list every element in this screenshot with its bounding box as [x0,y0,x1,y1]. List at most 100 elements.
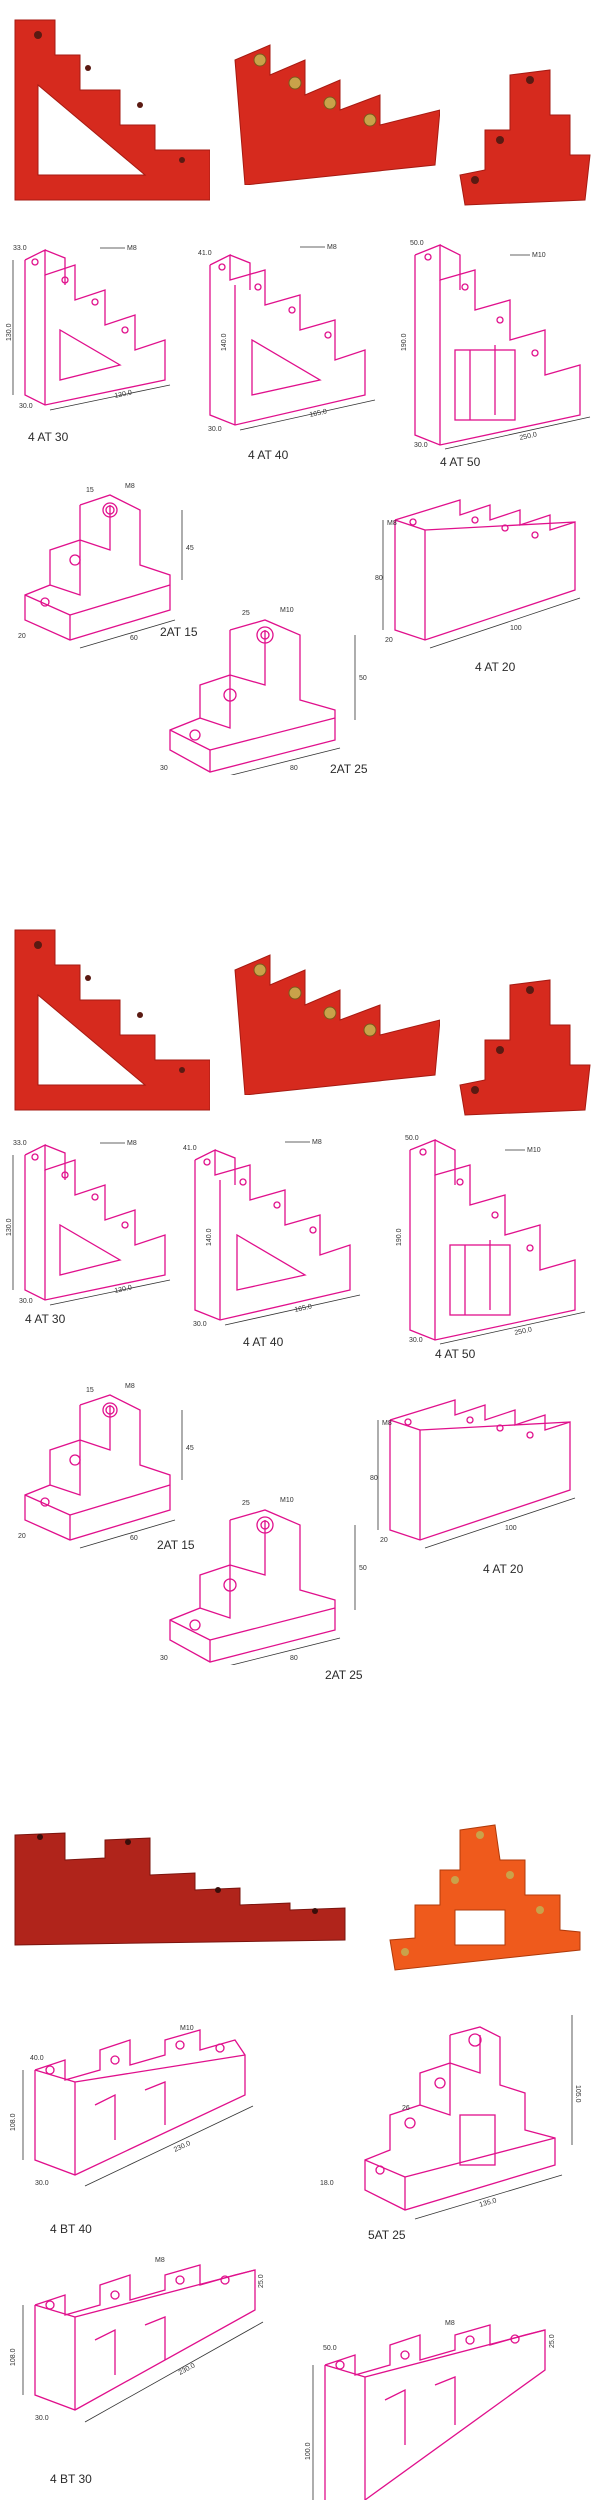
dim-4at20-height: 80 [370,1475,378,1482]
dim-2at25-length: 80 [290,1655,298,1662]
dim-2at15-thread: M8 [125,483,135,490]
dim-2at15-height: 45 [186,1445,194,1452]
dim-2at25-width: 25 [242,1500,250,1507]
dim-4at50-thread: M10 [527,1147,541,1154]
caption-4bt30: 4 BT 30 [50,2472,92,2486]
dim-4at30-width: 33.0 [13,1140,27,1147]
dim-4at40-depth: 30.0 [193,1321,207,1328]
dim-4at30-height: 130.0 [6,323,13,341]
dim-4bt40-thread: M10 [180,2025,194,2032]
dim-2at25-width: 25 [242,610,250,617]
dim-4bt40-width: 40.0 [30,2055,44,2062]
dim-4at20-thread: M8 [387,520,397,527]
drawing-partial-bottom-right: 50.0 M8 25.0 100.0 [305,2305,595,2500]
dim-4at30-thread: M8 [127,245,137,252]
dim-4bt30-depth: 30.0 [35,2415,49,2422]
dim-4bt30-width: 25.0 [258,2274,265,2288]
dim-4bt40-height: 108.0 [10,2113,17,2131]
dim-4at40-length: 165.0 [294,1303,313,1314]
drawing-4at50: 50.0 M10 190.0 250.0 30.0 [400,235,600,450]
dim-4at50-height: 190.0 [396,1228,403,1246]
dim-partial-height: 100.0 [305,2442,312,2460]
dim-4bt40-length: 230.0 [173,2140,192,2154]
section-3: 40.0 M10 108.0 230.0 30.0 4 BT 40 26 105… [0,1800,600,2500]
section-2: 33.0 M8 130.0 130.0 30.0 4 AT 30 41.0 M8… [0,910,600,1810]
dim-2at15-length: 60 [130,1535,138,1542]
dim-4at40-thread: M8 [327,244,337,251]
caption-4at40: 4 AT 40 [243,1335,284,1349]
dim-4at40-width: 41.0 [183,1145,197,1152]
dim-4at50-depth: 30.0 [414,442,428,449]
dim-2at15-length: 60 [130,635,138,642]
dim-5at25-length: 135.0 [479,2197,498,2209]
dim-4at20-depth: 20 [385,637,393,644]
photo-2at25-insulator [455,60,595,210]
photo-4at40-insulator [230,15,440,185]
dim-4at20-height: 80 [375,575,383,582]
dim-4at30-depth: 30.0 [19,1298,33,1305]
caption-2at15: 2AT 15 [160,625,198,639]
drawing-4at20: M8 80 100 20 [370,1380,590,1560]
dim-2at25-thread: M10 [280,607,294,614]
drawing-4at30: 33.0 M8 130.0 130.0 30.0 [5,1135,185,1310]
drawing-2at15: 15 M8 45 60 20 [10,480,200,655]
photo-4at30-insulator [10,920,210,1115]
dim-4at30-depth: 30.0 [19,403,33,410]
dim-2at15-depth: 20 [18,633,26,640]
drawing-4at30: 33.0 M8 130.0 130.0 30.0 [5,240,185,415]
dim-4at40-length: 165.0 [309,408,328,419]
caption-4at40: 4 AT 40 [248,448,289,462]
dim-4at40-height: 140.0 [221,333,228,351]
drawing-4at40: 41.0 M8 140.0 165.0 30.0 [190,235,390,435]
dim-2at15-depth: 20 [18,1533,26,1540]
dim-4at20-length: 100 [505,1525,517,1532]
dim-4at30-thread: M8 [127,1140,137,1147]
photo-4at40-insulator [230,925,440,1095]
photo-2at25-insulator [455,970,595,1120]
dim-partial-thread: M8 [445,2320,455,2327]
dim-4bt30-height: 108.0 [10,2348,17,2366]
dim-2at15-height: 45 [186,545,194,552]
dim-2at15-thread: M8 [125,1383,135,1390]
drawing-2at15: 15 M8 45 60 20 [10,1380,200,1555]
dim-5at25-width: 26 [402,2105,410,2112]
dim-partial-width: 50.0 [323,2345,337,2352]
caption-4at30: 4 AT 30 [25,1312,66,1326]
drawing-2at25: 25 M10 50 80 30 [150,600,380,775]
dim-4at40-height: 140.0 [206,1228,213,1246]
caption-4at50: 4 AT 50 [440,455,481,469]
dim-5at25-depth: 18.0 [320,2180,334,2187]
dim-4at30-length: 130.0 [114,1284,133,1295]
dim-4bt30-length: 230.0 [178,2362,197,2376]
dim-2at15-width: 15 [86,487,94,494]
caption-4at50: 4 AT 50 [435,1347,476,1361]
caption-5at25: 5AT 25 [368,2228,406,2242]
drawing-4bt30: M8 25.0 108.0 230.0 30.0 [5,2250,295,2435]
drawing-2at25: 25 M10 50 80 30 [150,1490,380,1665]
photo-4bt40-insulator [10,1815,350,1955]
dim-4at20-length: 100 [510,625,522,632]
caption-2at15: 2AT 15 [157,1538,195,1552]
dim-4bt40-depth: 30.0 [35,2180,49,2187]
dim-4at20-thread: M8 [382,1420,392,1427]
dim-partial-height-small: 25.0 [549,2334,556,2348]
dim-4at50-thread: M10 [532,252,546,259]
drawing-4at40: 41.0 M8 140.0 165.0 30.0 [175,1130,375,1330]
dim-4at20-depth: 20 [380,1537,388,1544]
drawing-4bt40: 40.0 M10 108.0 230.0 30.0 [5,2020,295,2200]
dim-2at15-width: 15 [86,1387,94,1394]
dim-2at25-length: 80 [290,765,298,772]
dim-4at50-width: 50.0 [410,240,424,247]
dim-2at25-thread: M10 [280,1497,294,1504]
dim-4at30-height: 130.0 [6,1218,13,1236]
dim-5at25-height: 105.0 [574,2085,581,2103]
dim-4at40-thread: M8 [312,1139,322,1146]
caption-2at25: 2AT 25 [325,1668,363,1682]
dim-4at50-length: 250.0 [519,431,538,442]
dim-2at25-depth: 30 [160,1655,168,1662]
dim-2at25-height: 50 [359,1565,367,1572]
caption-2at25: 2AT 25 [330,762,368,776]
dim-2at25-height: 50 [359,675,367,682]
caption-4bt40: 4 BT 40 [50,2222,92,2236]
dim-4at50-height: 190.0 [401,333,408,351]
